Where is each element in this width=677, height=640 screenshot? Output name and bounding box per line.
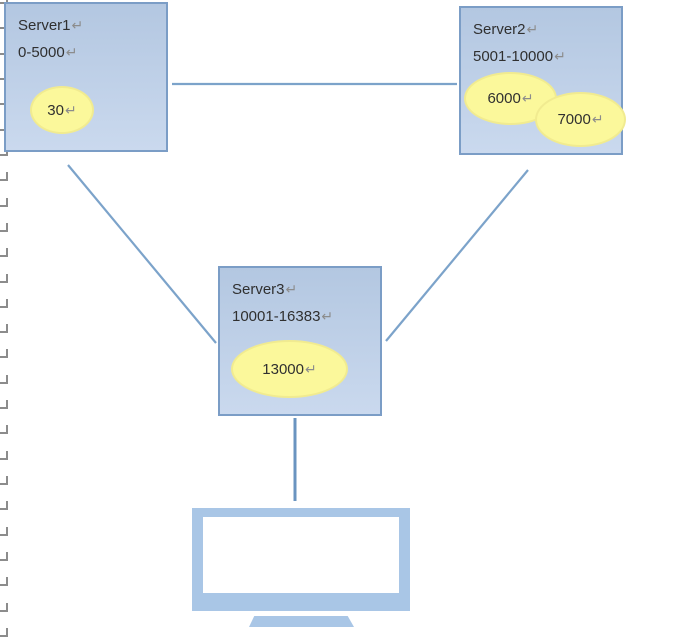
line-break-mark	[0, 628, 8, 637]
line-break-mark	[0, 349, 8, 359]
line-break-mark-icon: ↵	[526, 21, 539, 37]
line-break-mark	[0, 273, 8, 283]
line-break-mark-icon: ↵	[321, 308, 334, 324]
line-break-mark	[0, 172, 8, 182]
server3-range-line: 10001-16383↵	[232, 303, 380, 330]
server3-title: Server3	[232, 281, 285, 298]
line-break-mark-icon: ↵	[591, 111, 604, 127]
server1-text: Server1↵ 0-5000↵	[6, 4, 166, 66]
server3-text: Server3↵ 10001-16383↵	[220, 268, 380, 330]
server2-title-line: Server2↵	[473, 16, 621, 43]
server2-range-line: 5001-10000↵	[473, 43, 621, 70]
line-break-mark	[0, 450, 8, 460]
line-break-mark	[0, 298, 8, 308]
server2-text: Server2↵ 5001-10000↵	[461, 8, 621, 70]
slot-label: 30	[47, 101, 64, 119]
slot-label: 7000	[557, 111, 591, 128]
line-break-mark	[0, 476, 8, 486]
slot-label: 13000	[262, 360, 304, 378]
line-break-mark	[0, 552, 8, 562]
slot-ellipse-30[interactable]: 30↵	[30, 86, 94, 134]
line-break-mark-icon: ↵	[64, 101, 77, 118]
line-break-mark-icon: ↵	[71, 17, 84, 33]
server1-range-line: 0-5000↵	[18, 39, 166, 66]
line-break-mark-icon: ↵	[554, 48, 566, 64]
client-monitor-icon[interactable]	[192, 508, 410, 611]
server1-title-line: Server1↵	[18, 12, 166, 39]
line-break-mark	[0, 501, 8, 511]
line-break-mark	[0, 577, 8, 587]
server1-range: 0-5000	[18, 44, 65, 61]
server1-title: Server1	[18, 17, 71, 34]
server2-box[interactable]: Server2↵ 5001-10000↵ 6000↵ 7000↵	[459, 6, 626, 155]
line-break-mark-icon: ↵	[304, 360, 317, 377]
line-break-mark	[0, 222, 8, 232]
slot-ellipse-7000[interactable]: 7000↵	[535, 92, 626, 147]
monitor-stand	[249, 616, 354, 627]
slot-label: 6000	[487, 90, 521, 107]
server2-title: Server2	[473, 21, 526, 38]
line-break-mark	[0, 602, 8, 612]
line-break-mark-icon: ↵	[285, 281, 298, 297]
line-break-mark	[0, 400, 8, 410]
server3-box[interactable]: Server3↵ 10001-16383↵ 13000↵	[218, 266, 382, 416]
line-break-mark	[0, 425, 8, 435]
line-break-mark-icon: ↵	[521, 90, 534, 106]
server3-range: 10001-16383	[232, 308, 321, 325]
line-break-mark	[0, 324, 8, 334]
server3-title-line: Server3↵	[232, 276, 380, 303]
server1-box[interactable]: Server1↵ 0-5000↵ 30↵	[4, 2, 168, 152]
monitor-screen	[203, 517, 399, 593]
line-break-mark-icon: ↵	[65, 44, 78, 60]
connector-server1-server3[interactable]	[67, 164, 217, 344]
line-break-mark	[0, 197, 8, 207]
connector-server2-server3[interactable]	[385, 169, 529, 342]
slot-ellipse-13000[interactable]: 13000↵	[231, 340, 348, 398]
line-break-mark	[0, 526, 8, 536]
server2-range: 5001-10000	[473, 48, 554, 65]
line-break-mark	[0, 374, 8, 384]
line-break-mark	[0, 248, 8, 258]
